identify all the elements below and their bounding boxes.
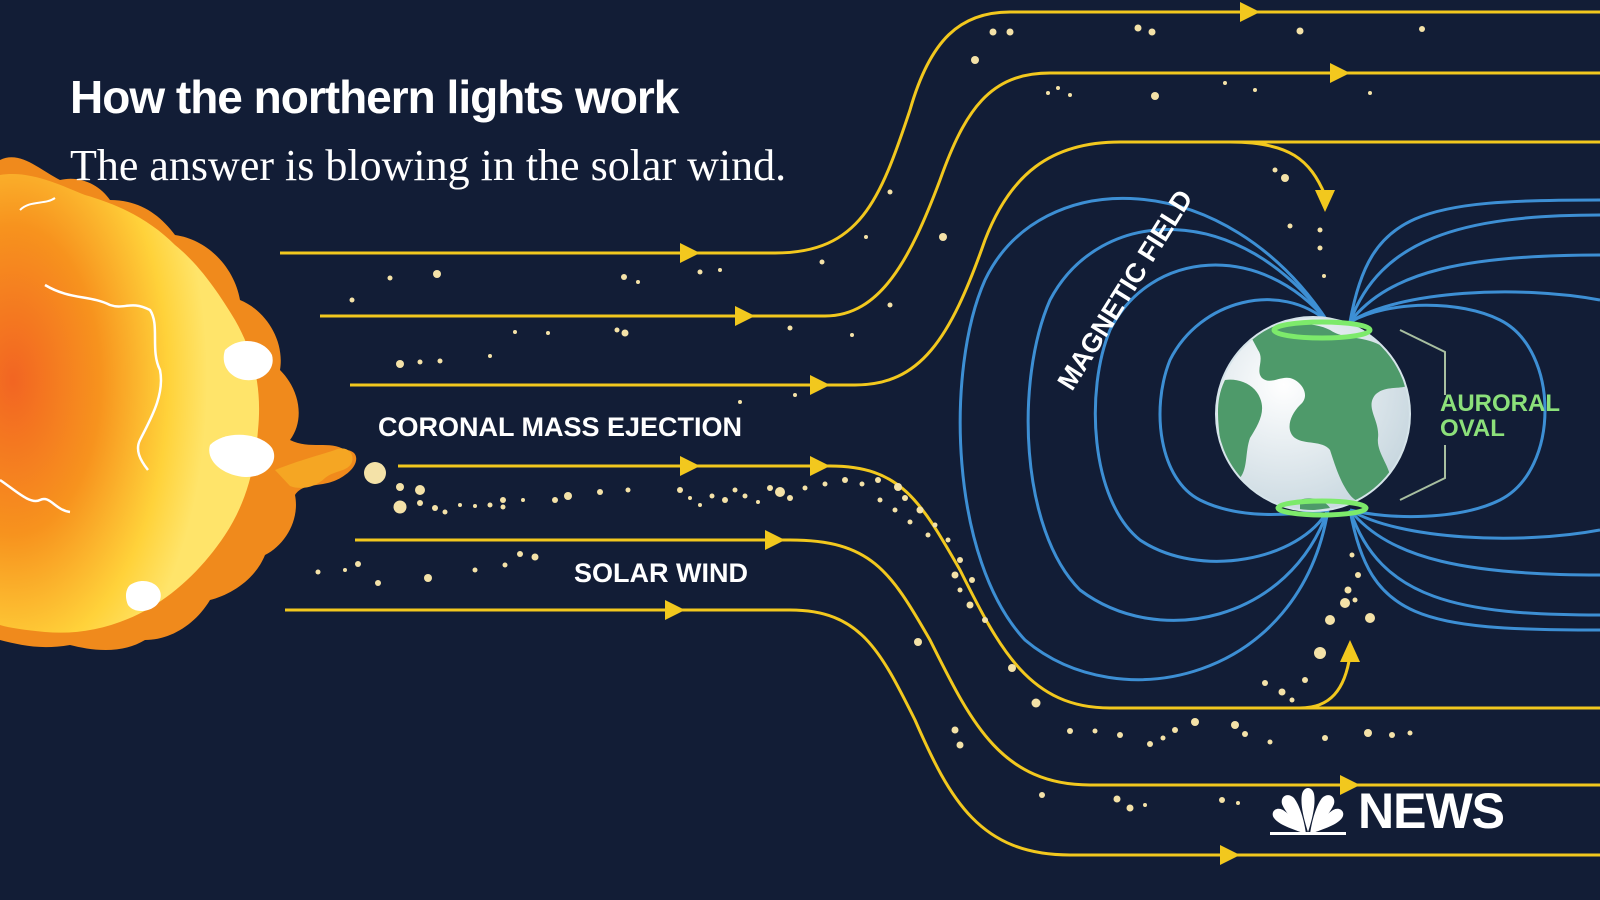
arrow-right-icon [735, 306, 755, 326]
auroral-oval-label-line2: OVAL [1440, 415, 1505, 442]
arrow-right-icon [810, 375, 830, 395]
peacock-icon [1270, 788, 1346, 835]
arrow-down-icon [1315, 190, 1335, 212]
nbc-news-logo: NEWS [1268, 783, 1505, 839]
arrow-right-icon [1240, 2, 1260, 22]
wind-line [1229, 140, 1327, 196]
wind-line [350, 140, 1600, 387]
field-line [1349, 508, 1600, 540]
page-subtitle: The answer is blowing in the solar wind. [70, 141, 787, 190]
field-line [1348, 253, 1600, 323]
field-line [1093, 263, 1330, 563]
coronal-mass-ejection-label: CORONAL MASS EJECTION [378, 412, 742, 442]
arrow-right-icon [665, 600, 685, 620]
field-line [1026, 228, 1330, 622]
field-line [958, 197, 1330, 682]
field-line [1348, 509, 1600, 632]
sun-body [0, 174, 260, 633]
arrow-up-icon [1340, 640, 1360, 662]
wind-line [355, 538, 1600, 787]
solar-wind-label: SOLAR WIND [574, 558, 748, 588]
logo-text: NEWS [1358, 783, 1505, 839]
wind-arrowheads [665, 2, 1360, 865]
arrow-right-icon [1340, 775, 1360, 795]
wind-line [280, 10, 1600, 255]
cme-plume [275, 448, 353, 488]
field-line [1349, 290, 1600, 324]
auroral-ring-north [1271, 319, 1373, 341]
arrow-right-icon [810, 456, 830, 476]
magnetic-field-lines [958, 197, 1600, 682]
auroral-ring-south [1275, 498, 1369, 518]
arrow-right-icon [680, 456, 700, 476]
sun-icon [0, 157, 357, 650]
arrow-right-icon [1220, 845, 1240, 865]
field-line [1348, 509, 1600, 577]
arrow-right-icon [680, 243, 700, 263]
auroral-oval-label-line1: AURORAL [1440, 390, 1560, 417]
magnetic-field-label: MAGNETIC FIELD [1052, 185, 1199, 396]
field-line [1348, 509, 1600, 617]
auroral-oval-bracket [1399, 329, 1446, 501]
arrow-right-icon [765, 530, 785, 550]
field-line [1158, 298, 1329, 516]
field-line [1348, 213, 1600, 323]
earth-icon [1215, 316, 1411, 518]
field-line [1348, 198, 1600, 323]
page-title: How the northern lights work [70, 71, 679, 123]
field-line [1349, 303, 1547, 519]
wind-line [320, 71, 1600, 318]
solar-particles [315, 24, 1425, 812]
arrow-right-icon [1330, 63, 1350, 83]
wind-line [285, 608, 1600, 857]
